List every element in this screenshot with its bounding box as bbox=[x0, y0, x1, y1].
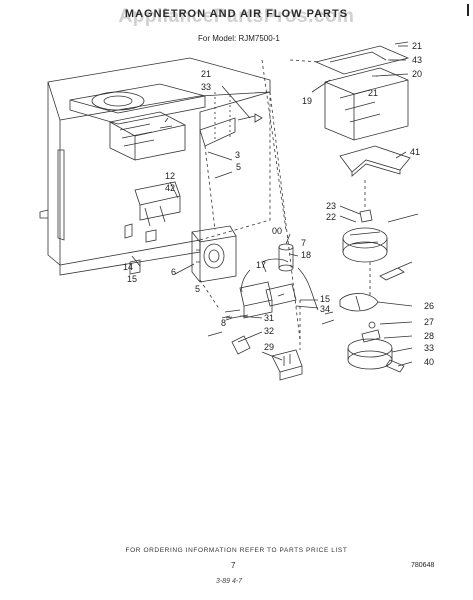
publication-date: 3-89 4-7 bbox=[216, 578, 243, 585]
blower-motor bbox=[342, 209, 413, 281]
wire-harness bbox=[241, 258, 319, 311]
callout-label: 21 bbox=[201, 69, 211, 79]
callout-label: 18 bbox=[301, 250, 311, 260]
document-number: 780648 bbox=[411, 562, 435, 569]
callout-label: 23 bbox=[326, 201, 336, 211]
small-fasteners bbox=[207, 311, 335, 355]
diagram-title: MAGNETRON AND AIR FLOW PARTS bbox=[124, 8, 349, 20]
callout-label: 27 bbox=[424, 317, 434, 327]
cabinet-housing bbox=[39, 57, 271, 276]
capacitor bbox=[265, 243, 297, 307]
thermal-cutout bbox=[271, 349, 303, 381]
callout-label: 34 bbox=[320, 304, 330, 314]
callout-label: 22 bbox=[326, 212, 336, 222]
callout-label: 29 bbox=[264, 342, 274, 352]
callout-label: 33 bbox=[424, 343, 434, 353]
callout-label: 40 bbox=[424, 357, 434, 367]
callout-label: 3 bbox=[235, 150, 240, 160]
ordering-note: FOR ORDERING INFORMATION REFER TO PARTS … bbox=[125, 547, 348, 554]
callout-label: 20 bbox=[412, 69, 422, 79]
high-voltage-transformer bbox=[224, 281, 273, 319]
callout-label: 15 bbox=[127, 274, 137, 284]
callout-label: 28 bbox=[424, 331, 434, 341]
model-number: For Model: RJM7500-1 bbox=[198, 34, 280, 43]
explode-lines bbox=[199, 59, 371, 350]
control-module bbox=[108, 111, 187, 161]
waveguide-duct bbox=[124, 181, 181, 275]
mounting-bracket-21 bbox=[199, 113, 263, 147]
callout-label: 26 bbox=[424, 301, 434, 311]
callout-label: 5 bbox=[195, 284, 200, 294]
callout-label: 14 bbox=[123, 262, 133, 272]
callout-label: 19 bbox=[302, 96, 312, 106]
fan-motor bbox=[347, 321, 405, 373]
callout-label: 41 bbox=[410, 147, 420, 157]
callout-label: 5 bbox=[236, 162, 241, 172]
air-deflector bbox=[339, 145, 411, 177]
fan-blade bbox=[339, 293, 379, 312]
watermark: AppliancePartsPros.com bbox=[118, 6, 355, 27]
callout-label: 43 bbox=[412, 55, 422, 65]
upper-air-guide bbox=[314, 41, 410, 141]
callout-label: 42 bbox=[165, 183, 175, 193]
callout-label: 33 bbox=[201, 82, 211, 92]
callout-label: 00 bbox=[272, 226, 282, 236]
corner-mark bbox=[467, 4, 469, 16]
callout-label: 8 bbox=[221, 318, 226, 328]
callout-label: 12 bbox=[165, 171, 175, 181]
callout-labels: 21 33 3 5 12 42 14 15 6 5 00 7 18 17 31 … bbox=[123, 41, 434, 367]
callout-label: 17 bbox=[256, 260, 266, 270]
magnetron bbox=[191, 225, 237, 283]
callout-label: 21 bbox=[412, 41, 422, 51]
callout-label: 32 bbox=[264, 326, 274, 336]
callout-label: 15 bbox=[320, 294, 330, 304]
callout-label: 21 bbox=[368, 88, 378, 98]
callout-label: 7 bbox=[301, 238, 306, 248]
callout-label: 31 bbox=[264, 313, 274, 323]
callout-label: 6 bbox=[171, 267, 176, 277]
callout-leaders bbox=[131, 45, 419, 367]
page-number: 7 bbox=[231, 561, 236, 570]
